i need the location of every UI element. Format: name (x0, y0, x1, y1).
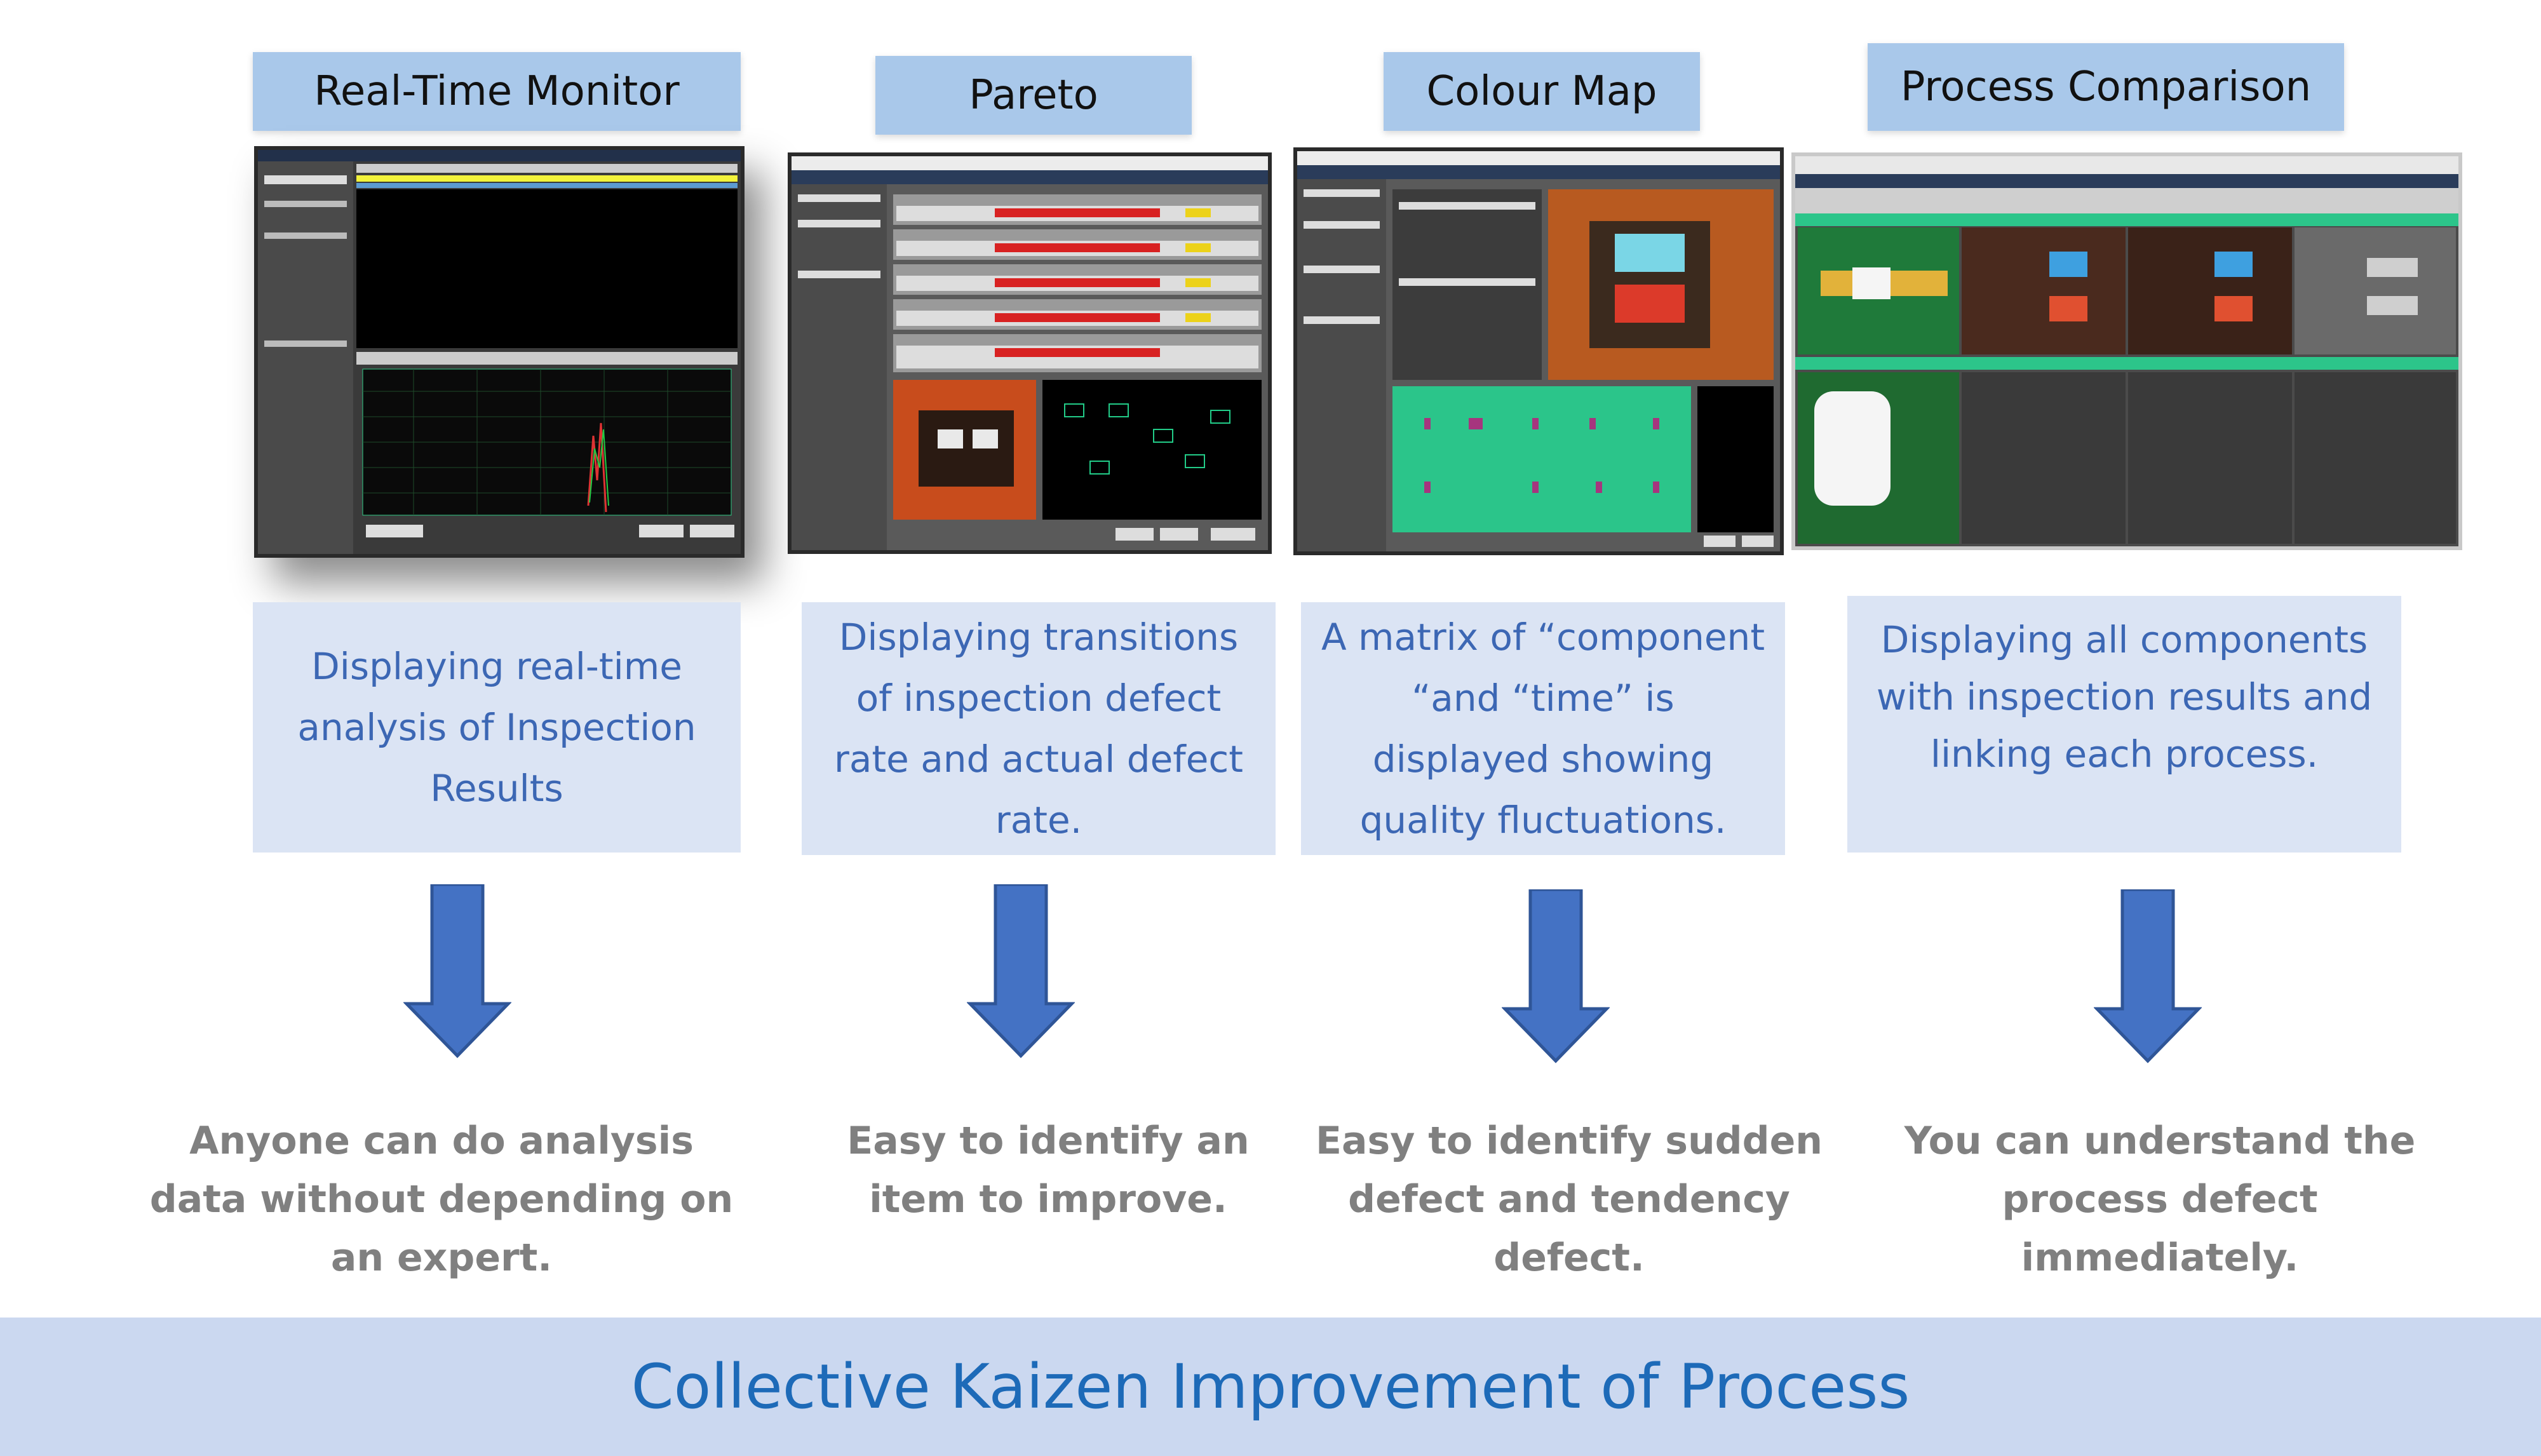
down-arrow-icon (1502, 889, 1610, 1063)
title-colour-map: Colour Map (1384, 52, 1700, 131)
description-real-time-monitor: Displaying real-time analysis of Inspect… (253, 602, 741, 853)
down-arrow-icon (403, 884, 511, 1058)
description-process-comparison: Displaying all components with inspectio… (1847, 596, 2401, 853)
title-label: Process Comparison (1900, 64, 2312, 111)
description-colour-map: A matrix of “component “and “time” is di… (1301, 602, 1785, 855)
result-colour-map: Easy to identify sudden defect and tende… (1283, 1112, 1855, 1287)
footer-banner: Collective Kaizen Improvement of Process (0, 1318, 2541, 1456)
title-label: Colour Map (1426, 68, 1657, 115)
result-text: Easy to identify an item to improve. (847, 1119, 1250, 1222)
screenshot-colour-map (1293, 147, 1784, 555)
description-text: A matrix of “component “and “time” is di… (1321, 616, 1765, 842)
result-text: Anyone can do analysis data without depe… (149, 1119, 734, 1280)
screenshot-real-time-monitor (254, 146, 745, 558)
description-text: Displaying real-time analysis of Inspect… (297, 645, 696, 810)
description-text: Displaying all components with inspectio… (1876, 618, 2373, 776)
title-pareto: Pareto (875, 56, 1192, 135)
colour-map-screen-graphic (1297, 151, 1780, 551)
footer-title: Collective Kaizen Improvement of Process (631, 1351, 1910, 1422)
result-real-time-monitor: Anyone can do analysis data without depe… (140, 1112, 743, 1287)
result-text: You can understand the process defect im… (1904, 1119, 2416, 1280)
title-label: Real-Time Monitor (314, 68, 680, 115)
pareto-screen-graphic (792, 156, 1268, 550)
result-process-comparison: You can understand the process defect im… (1868, 1112, 2452, 1287)
title-process-comparison: Process Comparison (1868, 43, 2344, 131)
description-text: Displaying transitions of inspection def… (833, 616, 1244, 842)
monitor-screen-graphic (258, 150, 741, 554)
title-real-time-monitor: Real-Time Monitor (253, 52, 741, 131)
description-pareto: Displaying transitions of inspection def… (802, 602, 1276, 855)
screenshot-process-comparison (1791, 152, 2462, 550)
title-label: Pareto (969, 72, 1098, 119)
result-pareto: Easy to identify an item to improve. (807, 1112, 1290, 1229)
result-text: Easy to identify sudden defect and tende… (1316, 1119, 1823, 1280)
screenshot-pareto (788, 152, 1272, 554)
process-comparison-screen-graphic (1795, 156, 2458, 546)
down-arrow-icon (2094, 889, 2202, 1063)
down-arrow-icon (967, 884, 1075, 1058)
